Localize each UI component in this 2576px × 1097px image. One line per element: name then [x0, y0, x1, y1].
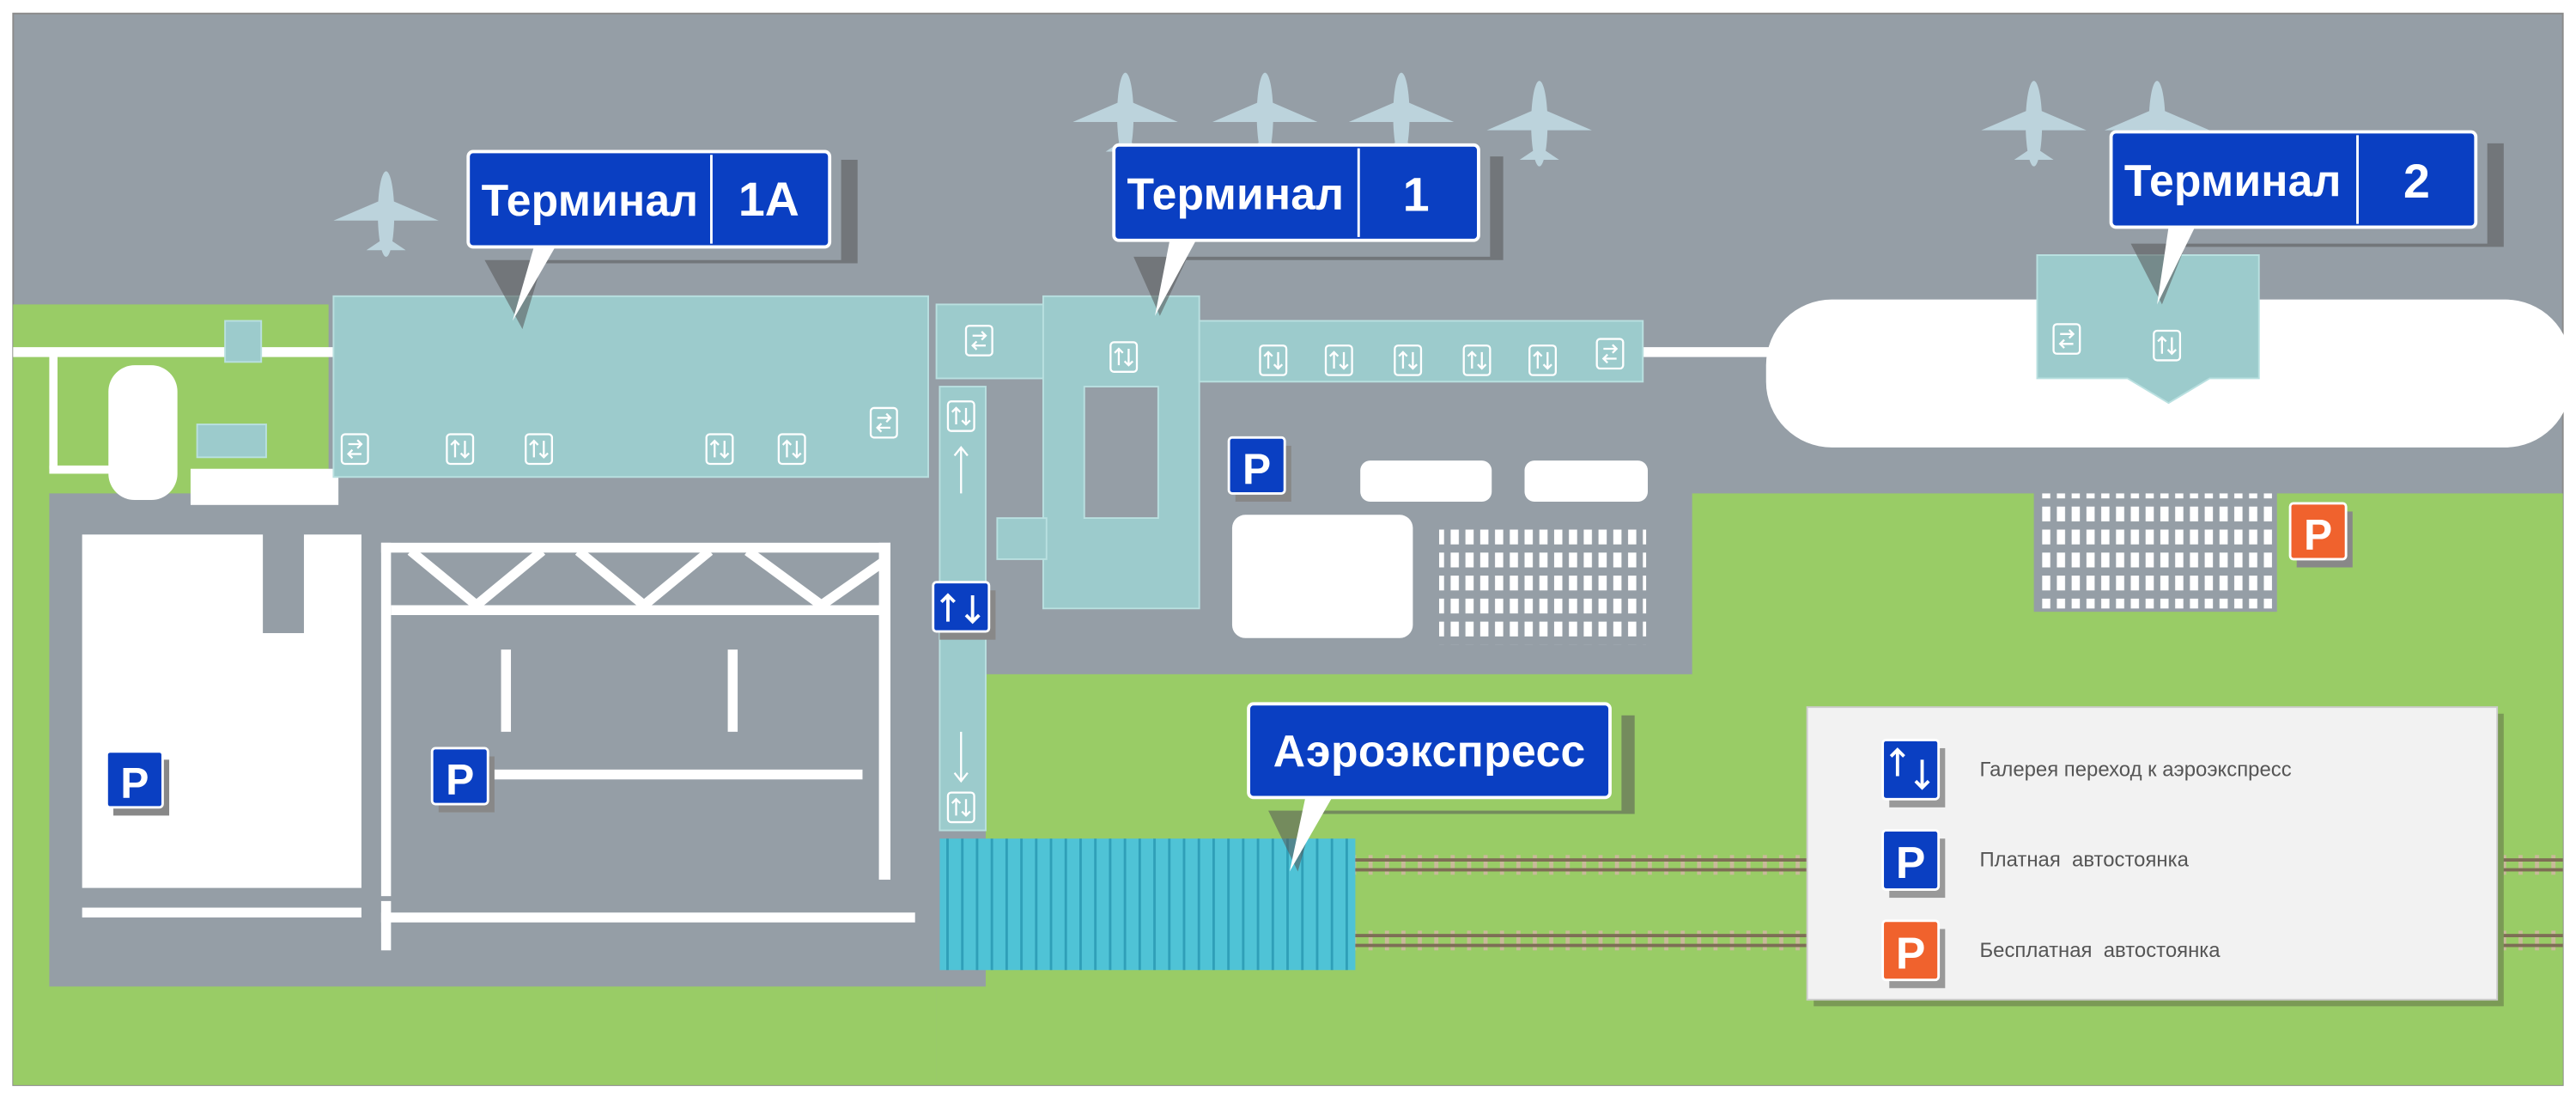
parking-symbol: P: [1242, 445, 1271, 493]
terminal-1-sign: Терминал 1: [1112, 143, 1504, 316]
parking-symbol: P: [120, 759, 149, 807]
parking-symbol: P: [1896, 838, 1925, 887]
legend-item-gallery: Галерея переход к аэроэкспресс: [1881, 738, 2292, 808]
terminal-1-building: [1042, 295, 1200, 610]
legend-label: Бесплатная автостоянка: [1979, 939, 2221, 962]
legend-label: Галерея переход к аэроэкспресс: [1979, 758, 2291, 781]
terminal-1a-number: 1А: [738, 173, 799, 226]
terminal-2-building: [2036, 254, 2260, 405]
terminal-2-label: Терминал: [2124, 155, 2342, 205]
small-building: [196, 424, 267, 459]
gallery-sign: [932, 581, 996, 640]
parking-symbol: P: [446, 756, 474, 804]
transfer-icons: [340, 323, 2182, 824]
paid-parking-sign: P: [105, 750, 170, 816]
gallery-transfer-icon: [1881, 738, 1941, 801]
paid-parking-sign: P: [430, 747, 495, 813]
terminal-1a-sign: Терминал 1А: [466, 149, 858, 330]
free-parking-icon: [1881, 919, 1941, 982]
terminal-1-number: 1: [1403, 168, 1430, 221]
paid-parking-icon: [1881, 829, 1941, 891]
legend-item-free-parking: P Бесплатная автостоянка: [1881, 919, 2221, 989]
free-parking-sign: P: [2288, 502, 2353, 568]
terminal-1-label: Терминал: [1127, 168, 1344, 218]
terminal-1a-building: [332, 295, 929, 478]
aeroexpress-station: [939, 838, 1356, 971]
paid-parking-sign: P: [1227, 436, 1291, 502]
parking-symbol: P: [2304, 510, 2332, 558]
legend-label: Платная автостоянка: [1979, 849, 2189, 872]
legend-item-paid-parking: P Платная автостоянка: [1881, 829, 2190, 899]
terminal-1a-label: Терминал: [482, 175, 699, 225]
parking-symbol: P: [1896, 928, 1925, 978]
aeroexpress-label: Аэроэкспресс: [1273, 726, 1586, 776]
terminal-2-sign: Терминал 2: [2109, 130, 2504, 305]
aeroexpress-sign: Аэроэкспресс: [1247, 702, 1635, 872]
terminal-1-annex: [996, 517, 1048, 560]
legend: Галерея переход к аэроэкспресс P Платная…: [1806, 706, 2504, 1007]
small-building: [224, 320, 263, 363]
parking-lots-center: [1231, 460, 2277, 645]
terminal-2-number: 2: [2403, 155, 2430, 208]
